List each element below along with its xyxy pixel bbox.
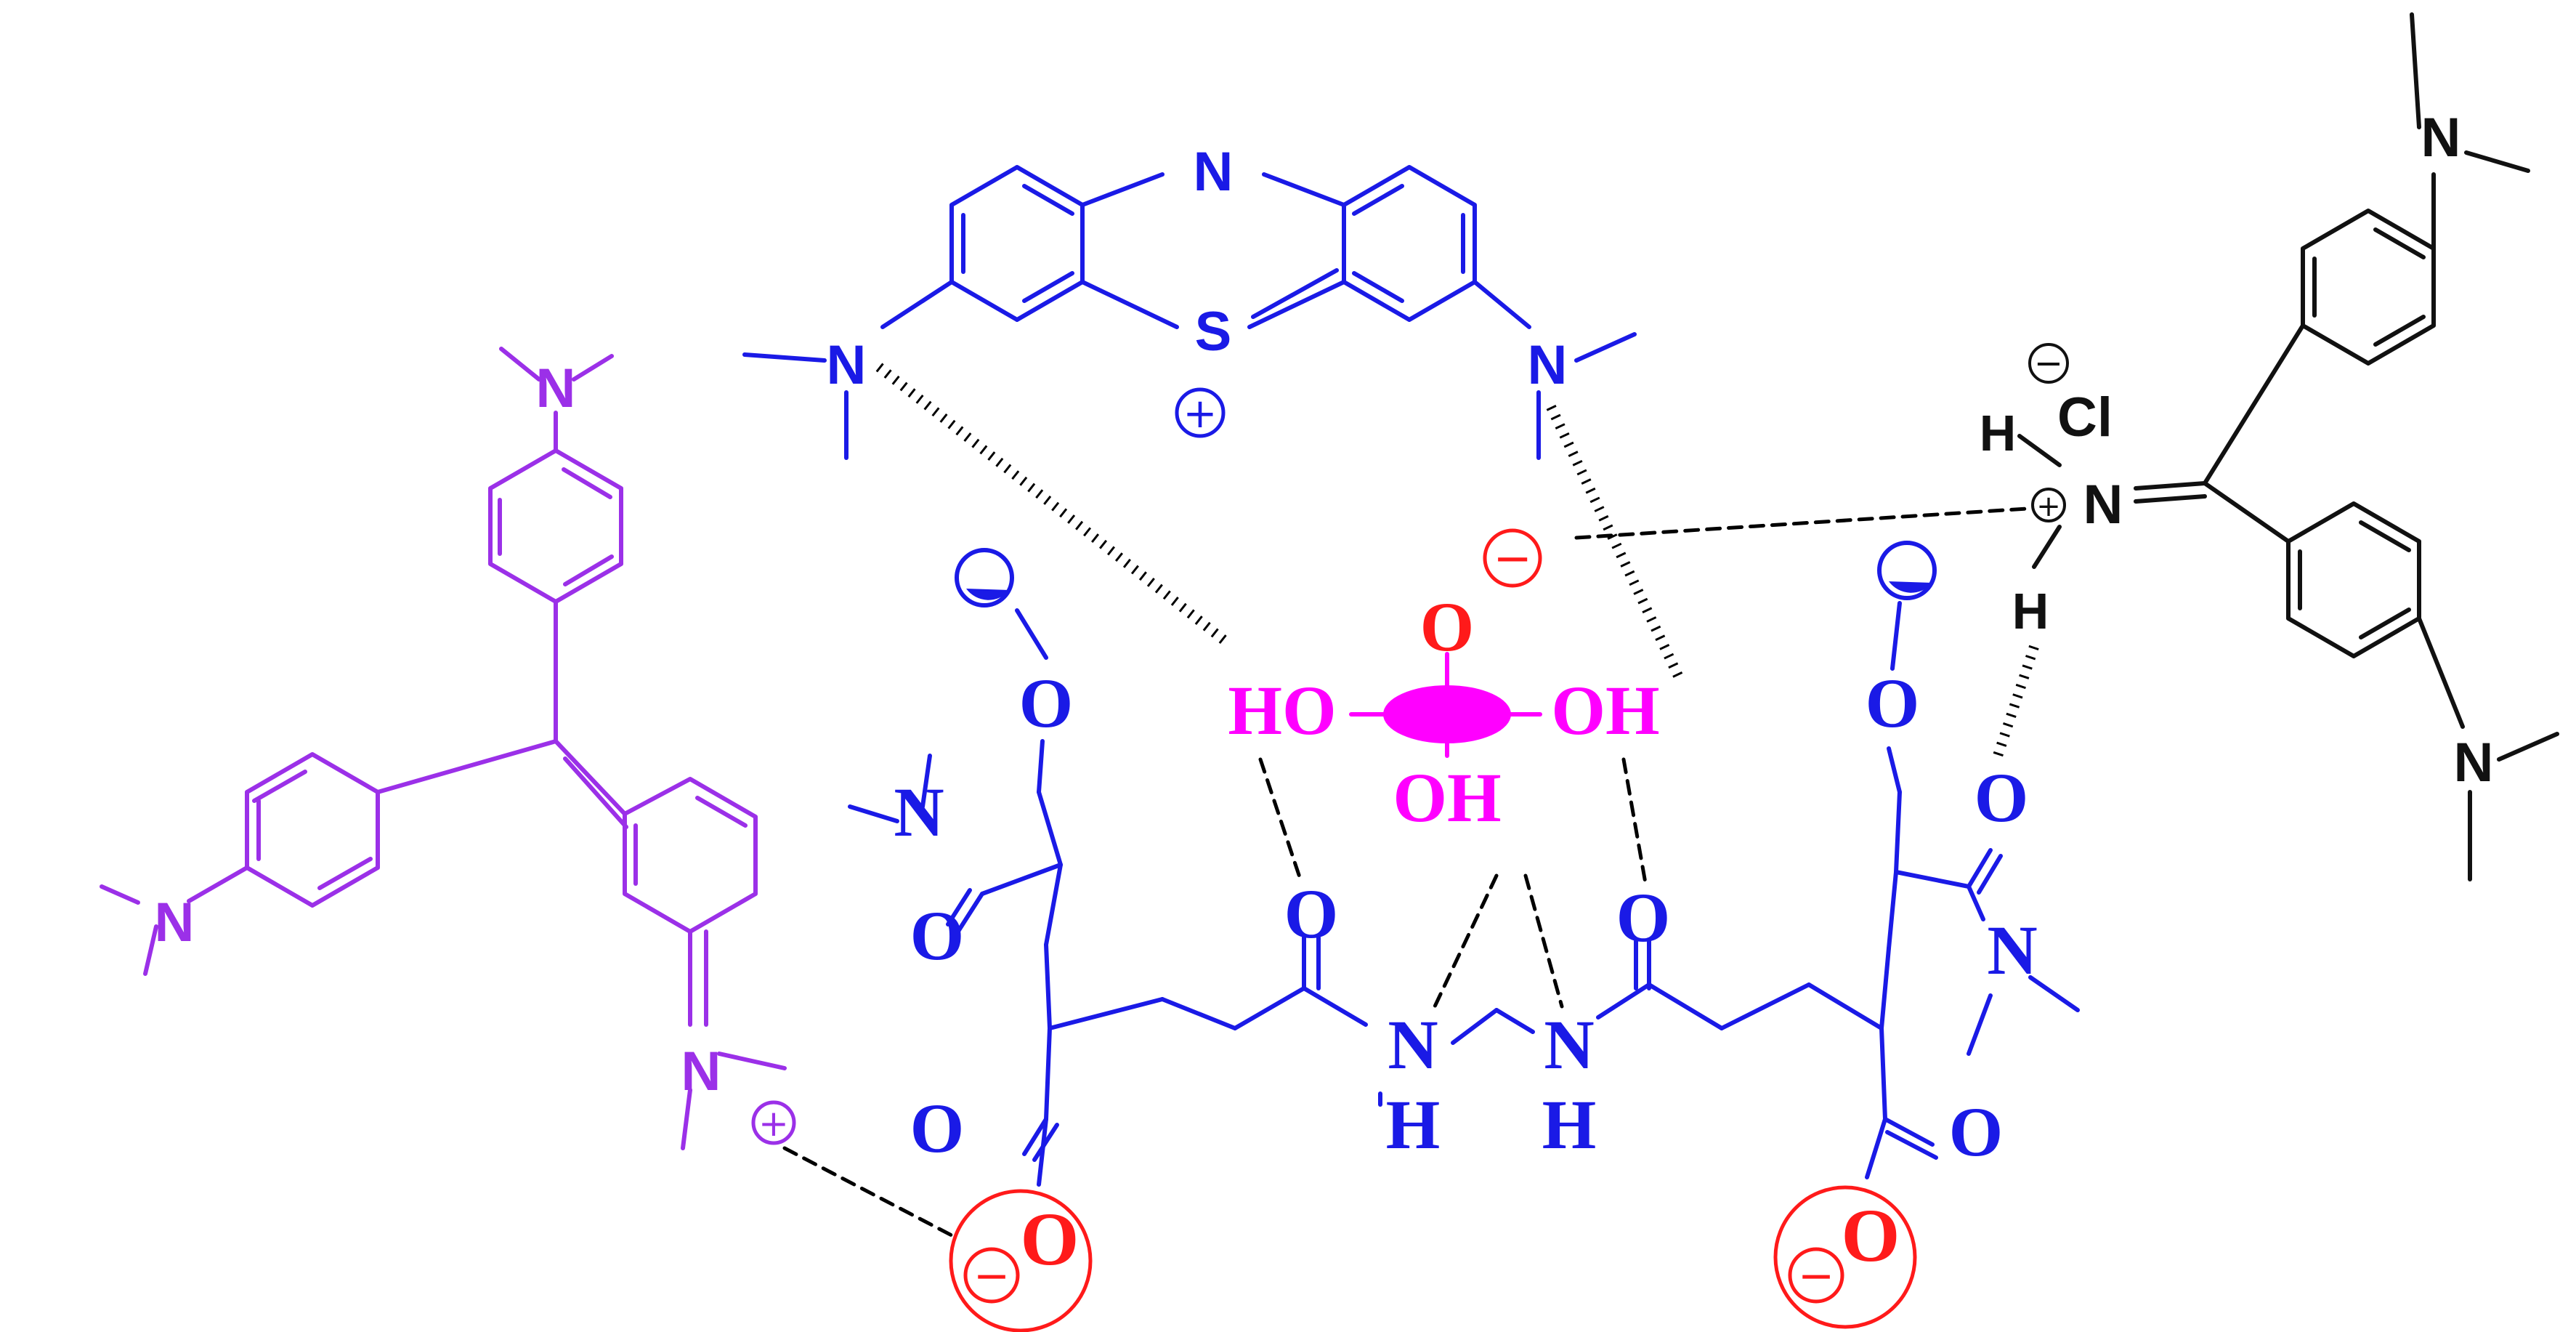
left-amide-carbonyl-oxygen: O (910, 897, 965, 974)
methylene-blue-sulfur: S (1195, 301, 1232, 363)
crystal-violet-top-nitrogen: N (536, 358, 576, 419)
borate-right-oh-hbond (1621, 757, 1648, 885)
right-ether-oxygen: O (1866, 664, 1920, 742)
circled-minus-icon: − (1483, 528, 1542, 588)
svg-text:−: − (2034, 343, 2063, 384)
malachite-green-bottom-nitrogen: N (2454, 732, 2494, 794)
methylene-blue-molecule: N S + N N (742, 141, 1637, 460)
right-carboxylate-anion: O − (1773, 1185, 1917, 1329)
right-amide-nitrogen: N (1987, 911, 2037, 989)
methylene-blue-right-hashed-interaction (1546, 405, 1683, 678)
svg-text:+: + (758, 1102, 789, 1145)
right-carboxylate-oxygen: O (1842, 1194, 1900, 1277)
borate-bottom-oh-hbond-left (1433, 873, 1499, 1009)
borate-bottom-hydroxyl: OH (1393, 759, 1501, 836)
svg-text:−: − (1798, 1251, 1834, 1301)
methylene-blue-left-hashed-interaction (875, 363, 1231, 647)
left-carboxylate-anion: O − (949, 1189, 1093, 1332)
left-bridge-nitrogen: N (1388, 1006, 1438, 1083)
svg-text:+: + (1183, 390, 1218, 437)
left-amide-nitrogen: N (894, 773, 944, 851)
svg-text:+: + (2036, 490, 2061, 523)
chloride-counterion: Cl (2057, 387, 2113, 448)
borate-left-hydroxyl: HO (1228, 671, 1336, 749)
malachite-green-lower-hydrogen: H (2012, 583, 2049, 639)
left-bridge-carbonyl-oxygen: O (1284, 875, 1339, 953)
borate-bottom-oh-hbond-right (1523, 873, 1564, 1009)
right-bridge-nitrogen: N (1544, 1006, 1594, 1083)
left-carboxylate-oxygen: O (1021, 1198, 1080, 1281)
malachite-green-hashed-interaction (1993, 645, 2039, 758)
circled-plus-icon: + (2031, 488, 2066, 523)
svg-text:−: − (1493, 532, 1532, 586)
left-ether-oxygen: O (1019, 664, 1074, 742)
crystal-violet-molecule: N N N + (100, 347, 796, 1150)
right-bridge-hydrogen: H (1542, 1086, 1597, 1163)
right-bridge-carbonyl-oxygen: O (1616, 879, 1671, 956)
circled-minus-icon: − (1788, 1247, 1844, 1304)
borate-left-oh-hbond (1258, 757, 1303, 881)
borate-anion: O − HO OH OH (1228, 528, 1660, 836)
electrostatic-and-hydrogen-bond-lines (782, 363, 2039, 1238)
methylene-blue-ring-nitrogen: N (1194, 141, 1234, 203)
crystal-violet-left-nitrogen: N (155, 892, 195, 953)
methylene-blue-left-nitrogen: N (827, 334, 867, 396)
left-carboxylate-carbonyl-oxygen: O (910, 1089, 965, 1167)
polymer-end-cap-icon (1877, 541, 1937, 600)
crystal-violet-carboxylate-interaction (782, 1146, 954, 1238)
malachite-green-iminium-nitrogen: N (2083, 474, 2123, 536)
crystal-violet-iminium-nitrogen: N (681, 1041, 721, 1102)
right-amide-carbonyl-oxygen: O (1974, 759, 2029, 836)
right-carboxylate-carbonyl-oxygen: O (1949, 1093, 2004, 1171)
borate-right-hydroxyl: OH (1551, 671, 1659, 749)
polymer-end-cap-icon (955, 548, 1014, 608)
left-bridge-hydrogen: H (1386, 1086, 1441, 1163)
circled-minus-icon: − (963, 1247, 1020, 1304)
malachite-green-top-nitrogen: N (2421, 107, 2461, 169)
circled-plus-icon: + (1175, 387, 1226, 438)
borate-oxygen-anion: O (1420, 588, 1475, 666)
svg-text:−: − (973, 1251, 1010, 1301)
methylene-blue-right-nitrogen: N (1528, 334, 1568, 396)
circled-plus-icon: + (751, 1100, 796, 1145)
malachite-green-molecule: N N N + H H Cl − (1980, 12, 2559, 881)
polymer-backbone: O O O N O N O O N H N H O O (848, 541, 2080, 1187)
circled-minus-icon: − (2028, 343, 2069, 384)
malachite-green-borate-interaction (1574, 506, 2029, 540)
malachite-green-upper-hydrogen: H (1980, 405, 2017, 461)
